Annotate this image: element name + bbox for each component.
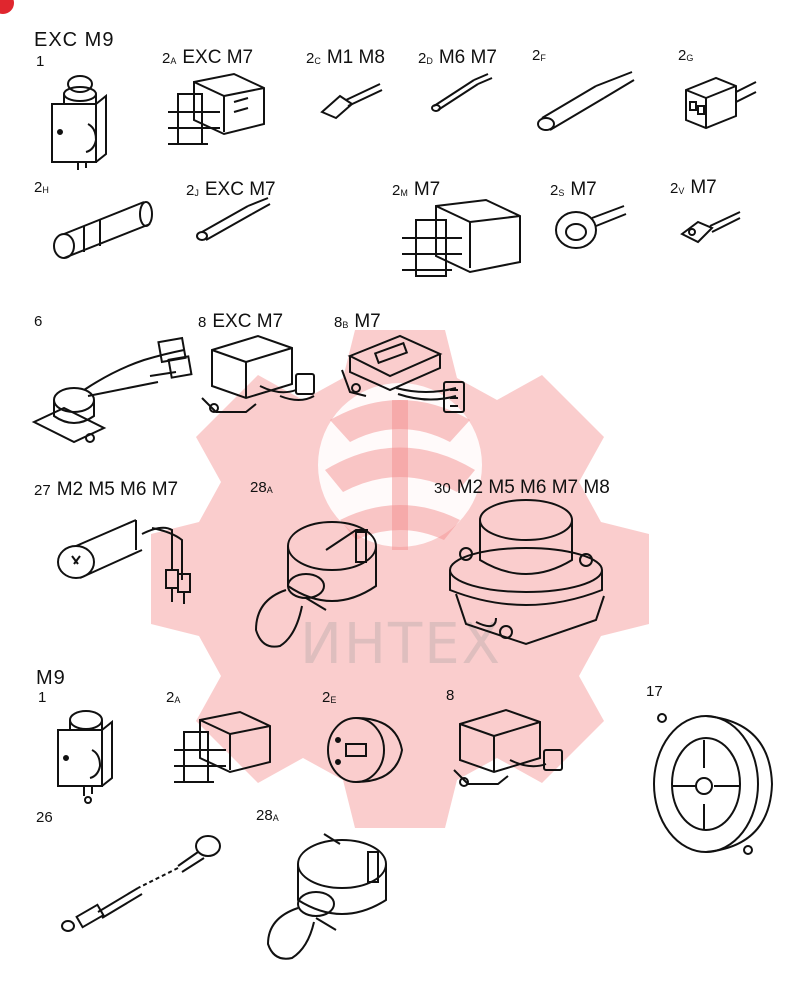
part-17-gauge xyxy=(648,704,778,864)
part-2s-socket xyxy=(552,196,632,256)
part-2a-connector-bottom xyxy=(170,710,280,800)
section-heading-m9: M9 xyxy=(36,667,66,689)
part-8b-flasher xyxy=(336,330,476,430)
corner-badge xyxy=(0,0,14,14)
label-6: 6 xyxy=(34,313,43,330)
part-2h-plug xyxy=(50,196,160,266)
label-17: 17 xyxy=(646,683,663,700)
part-2m-connector xyxy=(396,198,526,288)
label-1-bottom: 1 xyxy=(38,689,47,706)
label-26: 26 xyxy=(36,809,53,826)
part-30-solenoid xyxy=(436,494,616,654)
part-1-switch-bottom xyxy=(52,706,122,806)
part-8-relay-top xyxy=(200,330,330,430)
section-heading-exc-m9: EXC M9 xyxy=(34,29,115,51)
part-2a-connector-top xyxy=(164,72,274,162)
label-1-top: 1 xyxy=(36,53,45,70)
label-2f: 2F xyxy=(532,47,546,64)
label-2e: 2E xyxy=(322,689,337,706)
label-28a-top: 28A xyxy=(250,479,273,496)
label-2g: 2G xyxy=(678,47,694,64)
part-1-switch-top xyxy=(48,70,118,170)
part-28a-ignition-top xyxy=(246,510,396,650)
part-2f-sleeve xyxy=(534,68,644,138)
part-2v-connector xyxy=(678,208,748,248)
label-2a-bottom: 2A xyxy=(166,689,181,706)
part-2e-cap xyxy=(322,710,412,790)
part-2c-terminal xyxy=(318,82,388,122)
label-28a-bottom: 28A xyxy=(256,807,279,824)
part-28a-ignition-bottom xyxy=(264,833,404,964)
label-8-bottom: 8 xyxy=(446,687,455,704)
label-2h: 2H xyxy=(34,179,49,196)
part-26-cable xyxy=(54,828,234,938)
part-27-harness xyxy=(52,500,202,610)
part-8-relay-bottom xyxy=(450,706,580,806)
part-2j-pin xyxy=(194,196,274,246)
part-2g-socket xyxy=(680,66,760,136)
part-2d-pin xyxy=(428,72,498,112)
part-6-harness-switch xyxy=(30,330,200,460)
